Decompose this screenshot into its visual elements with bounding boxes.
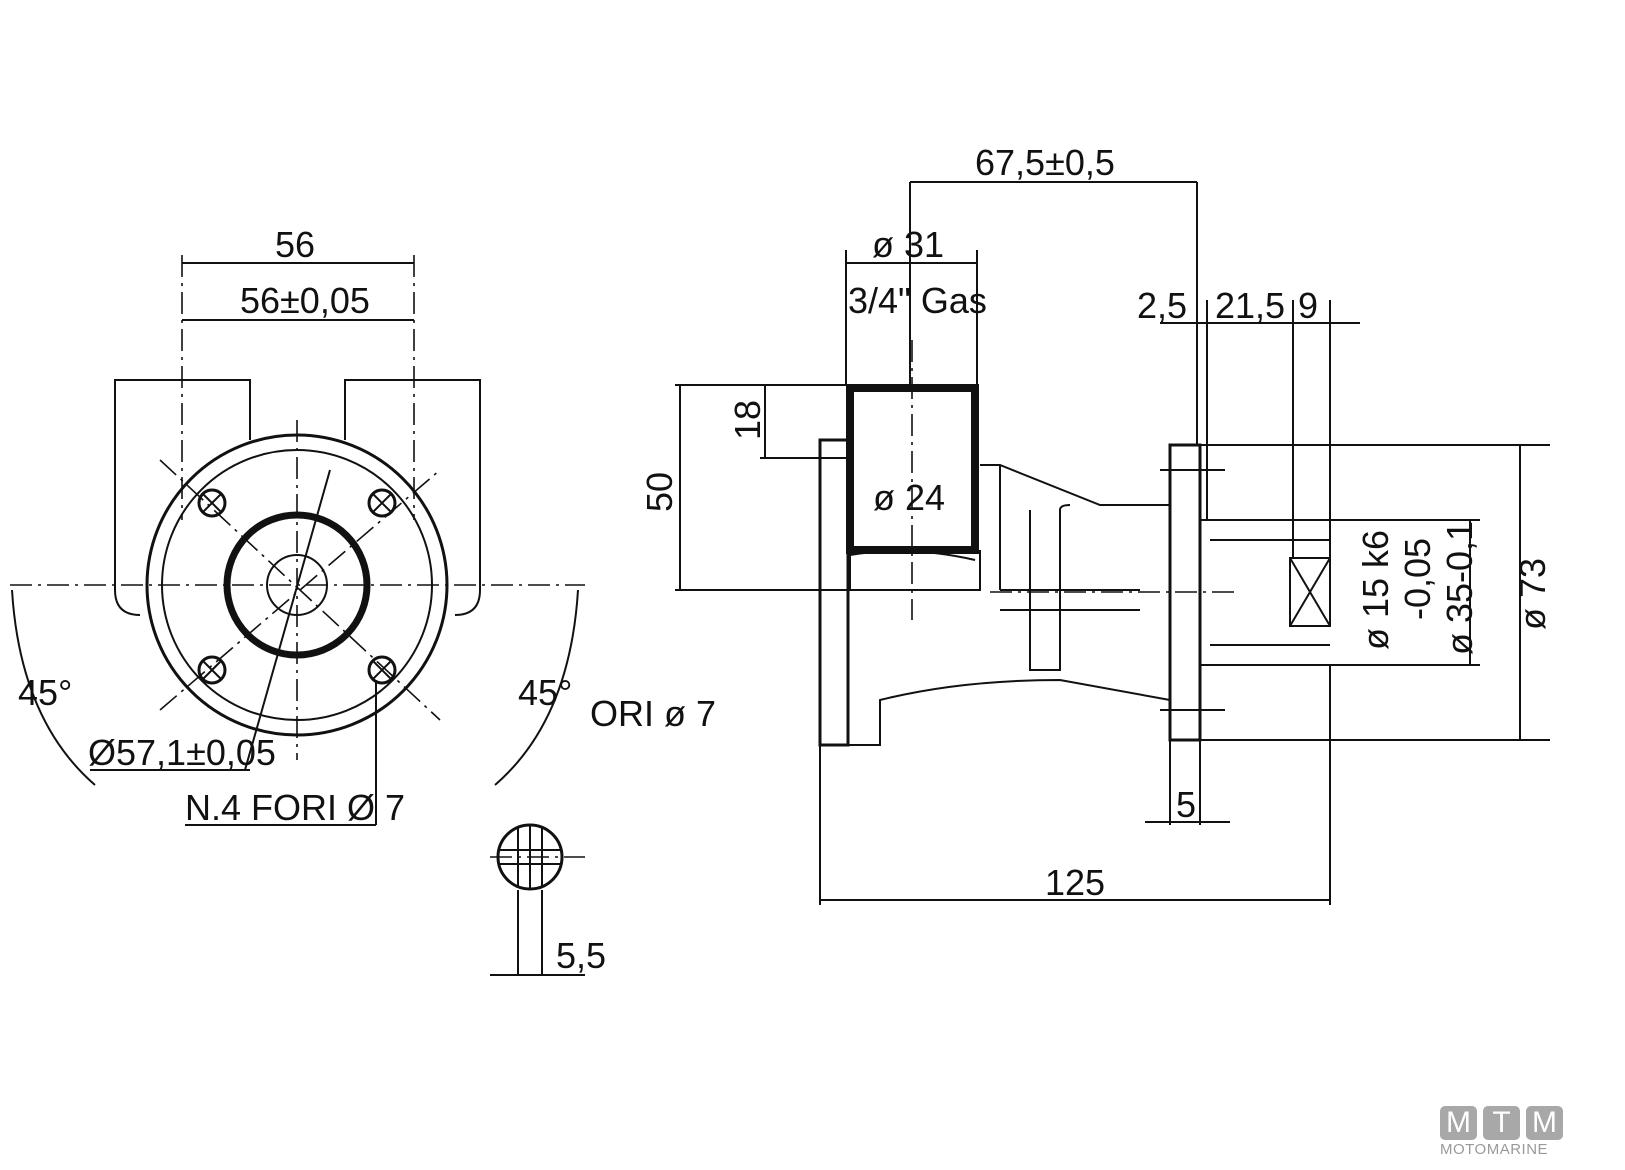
holes-label-partial: ORI ø 7 (590, 693, 716, 734)
logo-word: MOTOMARINE (1440, 1141, 1549, 1158)
dim-56: 56 (275, 224, 315, 265)
spigot-dia: ø 35-0,1 (1439, 521, 1480, 655)
shaft-detail: 5,5 (490, 823, 606, 976)
flange-dia: ø 73 (1512, 558, 1553, 630)
dim-50: 50 (639, 472, 680, 512)
dim-21-5: 21,5 (1215, 285, 1285, 326)
bolt-holes (197, 488, 397, 685)
port-thread: 3/4" Gas (848, 280, 987, 321)
dim-5: 5 (1176, 784, 1196, 825)
logo-letter: M (1526, 1106, 1563, 1140)
logo-letter: M (1440, 1106, 1477, 1140)
dim-port-inner: ø 24 (873, 477, 945, 518)
angle-right: 45° (518, 672, 572, 713)
front-view: 56 56±0,05 45° 45° Ø57,1±0,05 N.4 FORI Ø… (10, 224, 716, 828)
shaft-dia: ø 15 k6 (1355, 530, 1396, 650)
dim-2-5: 2,5 (1137, 285, 1187, 326)
shaft-tol: -0,05 (1397, 538, 1438, 620)
motomarine-logo: M T M MOTOMARINE (1440, 1106, 1565, 1158)
dim-5-5: 5,5 (556, 935, 606, 976)
dim-56-tol: 56±0,05 (240, 280, 370, 321)
logo-letter: T (1483, 1106, 1520, 1140)
side-view: 67,5±0,5 ø 31 3/4" Gas ø 24 50 18 2,5 21… (639, 142, 1553, 905)
mounting-flange (1168, 443, 1202, 742)
pump-cover-plate (818, 438, 850, 747)
bolt-circle-dim: Ø57,1±0,05 (88, 732, 276, 773)
dim-18: 18 (727, 400, 768, 440)
dim-9: 9 (1298, 285, 1318, 326)
holes-label: N.4 FORI Ø 7 (185, 787, 405, 828)
dim-125: 125 (1045, 862, 1105, 903)
dim-port-dia: ø 31 (872, 224, 944, 265)
dim-67-5: 67,5±0,5 (975, 142, 1115, 183)
angle-left: 45° (18, 672, 72, 713)
